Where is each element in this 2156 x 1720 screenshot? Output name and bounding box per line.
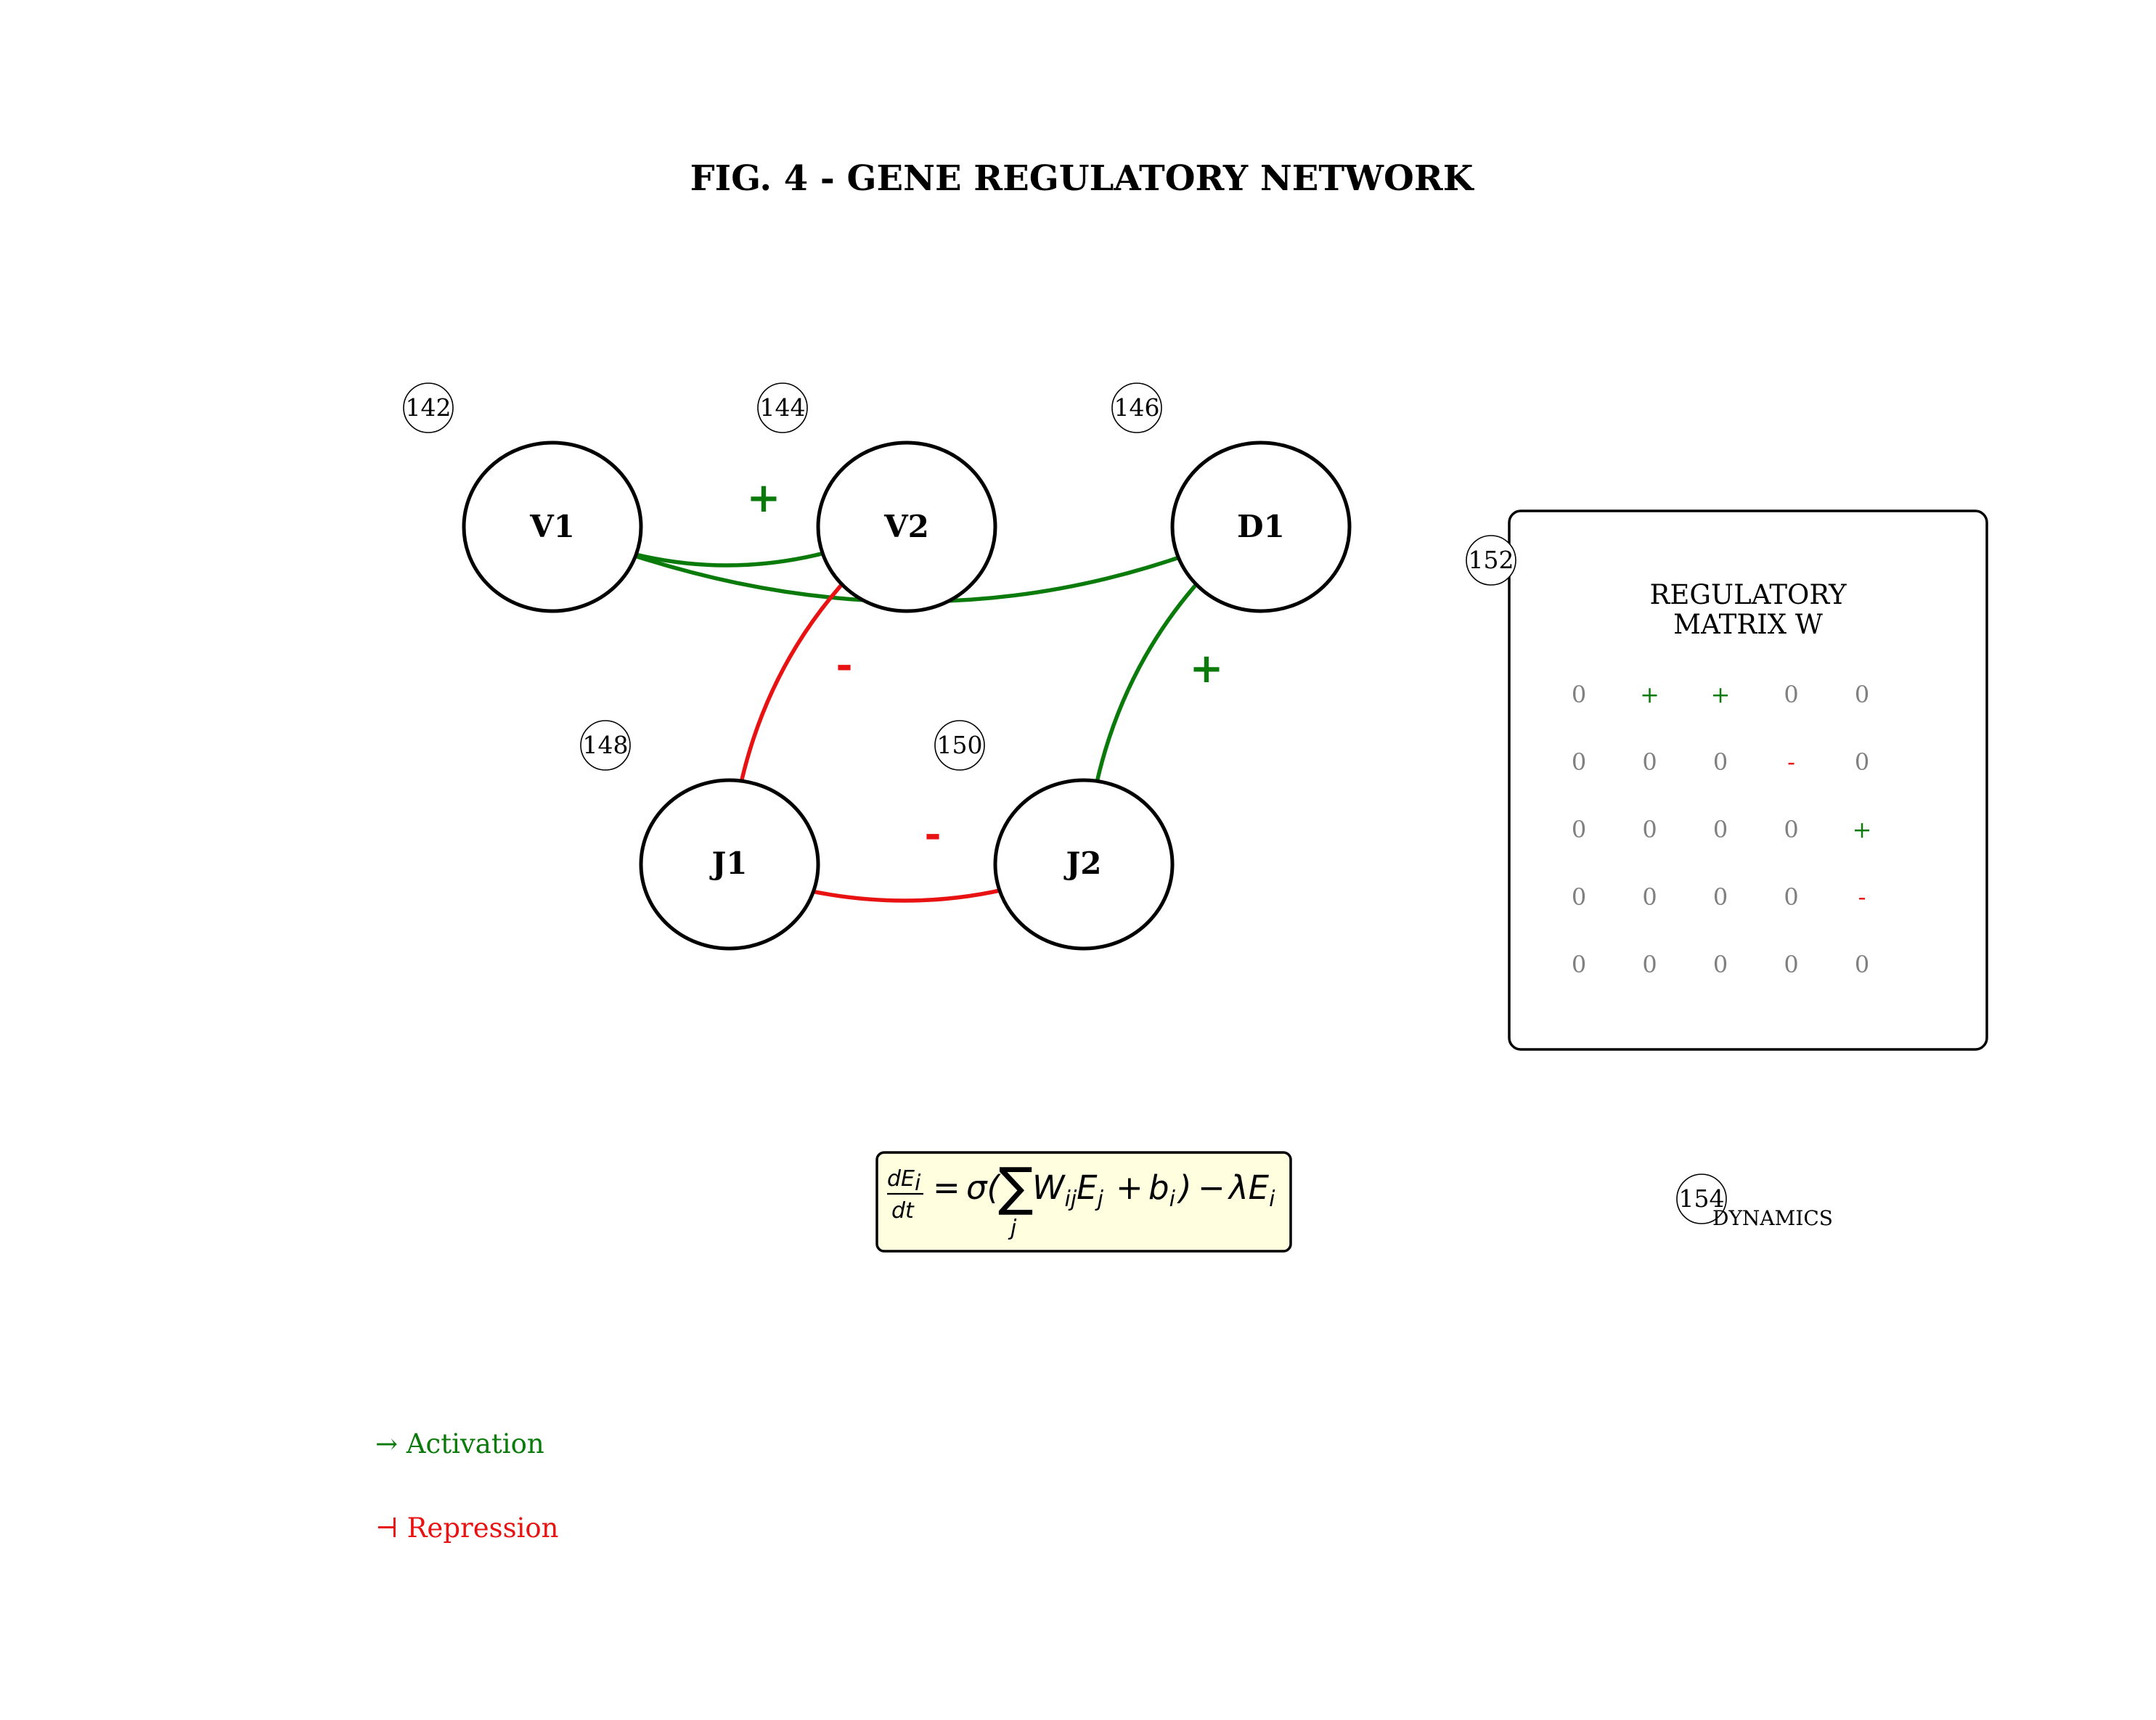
node-v2: V2: [816, 441, 997, 613]
ref-label-150: 150: [937, 731, 983, 759]
eq-sigma-open: σ(: [966, 1168, 1002, 1207]
eq-plus: +: [1116, 1168, 1143, 1207]
eq-frac-numerator: dEi: [887, 1166, 921, 1196]
matrix-cell-r2-c5: 0: [1855, 748, 1869, 776]
matrix-cell-r4-c2: 0: [1642, 883, 1657, 911]
matrix-cell-r1-c1: 0: [1572, 681, 1586, 708]
ref-circle-154: [1676, 1174, 1727, 1224]
edge-sign-j1-j2: -: [924, 810, 941, 858]
legend-repression: ⊣ Repression: [375, 1512, 559, 1544]
matrix-cell-r5-c2: 0: [1642, 951, 1657, 978]
matrix-cell-r1-c4: 0: [1784, 681, 1798, 708]
matrix-cell-r5-c1: 0: [1572, 951, 1586, 978]
figure-title: FIG. 4 - GENE REGULATORY NETWORK: [690, 158, 1475, 199]
matrix-cell-r4-c5: -: [1858, 883, 1866, 911]
node-j1-label: J1: [709, 845, 747, 881]
matrix-cell-r1-c2: +: [1640, 681, 1659, 708]
matrix-title-line1: REGULATORY: [1649, 579, 1847, 610]
legend: → Activation ⊣ Repression: [375, 1428, 559, 1544]
node-v1-ellipse: [462, 441, 643, 613]
matrix-cell-r4-c1: 0: [1572, 883, 1586, 911]
equation-box: [875, 1151, 1292, 1253]
matrix-cell-r5-c4: 0: [1784, 951, 1798, 978]
node-v1-label: V1: [529, 509, 575, 544]
node-v2-ellipse: [816, 441, 997, 613]
node-j2-label: J2: [1063, 845, 1101, 881]
eq-minus: −: [1198, 1168, 1225, 1207]
matrix-cell-r5-c3: 0: [1713, 951, 1728, 978]
node-j2-ellipse: [993, 778, 1175, 951]
node-d1-ellipse: [1170, 441, 1352, 613]
matrix-cell-r3-c4: 0: [1784, 816, 1798, 843]
node-d1: D1: [1170, 441, 1352, 613]
matrix-cell-r3-c1: 0: [1572, 816, 1586, 843]
ref-label-154: 154: [1679, 1184, 1725, 1213]
matrix-box: [1508, 509, 1988, 1051]
node-v2-label: V2: [883, 509, 929, 544]
matrix-cell-r3-c3: 0: [1713, 816, 1728, 843]
eq-sum-index: j: [1008, 1216, 1017, 1241]
ref-label-144: 144: [760, 393, 806, 422]
dynamics-label: DYNAMICS: [1712, 1206, 1833, 1230]
edge-sign-v2-j1: -: [836, 641, 852, 689]
matrix-cell-r1-c3: +: [1711, 681, 1731, 708]
ref-circle-150: [934, 720, 985, 771]
edge-sign-v1-v2: +: [747, 474, 781, 522]
matrix-title-line2: MATRIX W: [1673, 609, 1823, 640]
reference-numerals: 142 144 146 148 150: [403, 382, 1162, 771]
matrix-cell-r4-c3: 0: [1713, 883, 1728, 911]
ref-circle-152: [1466, 535, 1516, 586]
node-v1: V1: [462, 441, 643, 613]
regulatory-matrix-panel: 152 REGULATORY MATRIX W 0 + +0 0 0 0 0 - 0 0 0 0 0 +0…: [1466, 509, 1988, 1051]
ref-label-146: 146: [1114, 393, 1160, 422]
edge-sign-d1-j2: +: [1190, 644, 1224, 692]
eq-b-term: bi: [1148, 1168, 1176, 1212]
ref-circle-146: [1111, 382, 1162, 433]
ref-circle-148: [580, 720, 631, 771]
dynamics-annotation: 154 DYNAMICS: [1676, 1174, 1833, 1230]
eq-equals: =: [933, 1168, 960, 1207]
eq-frac-denominator: dt: [891, 1198, 915, 1224]
node-j2: J2: [993, 778, 1175, 951]
ref-circle-144: [757, 382, 808, 433]
matrix-cell-r2-c4: -: [1787, 748, 1795, 776]
ref-label-148: 148: [583, 731, 629, 759]
eq-lambda-term: λEi: [1228, 1168, 1275, 1212]
matrix-cell-r5-c5: 0: [1855, 951, 1869, 978]
matrix-cell-r3-c2: 0: [1642, 816, 1657, 843]
matrix-cell-r4-c4: 0: [1784, 883, 1798, 911]
matrix-cells: 0 + +0 0 0 0 0 - 0 0 0 0 0 +0 0 0 0 - 0 0 0 0 0: [1572, 681, 1872, 978]
eq-w-term: WijEj: [1032, 1168, 1104, 1212]
ref-label-152: 152: [1469, 546, 1514, 574]
matrix-cell-r2-c2: 0: [1642, 748, 1657, 776]
ref-circle-142: [403, 382, 454, 433]
equation-panel: dEi dt = σ( ∑ j WijEj + bi ) − λEi: [875, 1151, 1292, 1253]
ref-label-142: 142: [406, 393, 452, 422]
matrix-cell-r2-c1: 0: [1572, 748, 1586, 776]
matrix-cell-r3-c5: +: [1853, 816, 1872, 843]
matrix-cell-r1-c5: 0: [1855, 681, 1869, 708]
node-d1-label: D1: [1237, 509, 1285, 544]
matrix-cell-r2-c3: 0: [1713, 748, 1728, 776]
eq-sum-symbol: ∑: [998, 1156, 1034, 1217]
node-j1: J1: [639, 778, 820, 951]
legend-activation: → Activation: [375, 1428, 544, 1459]
node-j1-ellipse: [639, 778, 820, 951]
eq-close-paren: ): [1177, 1168, 1192, 1207]
